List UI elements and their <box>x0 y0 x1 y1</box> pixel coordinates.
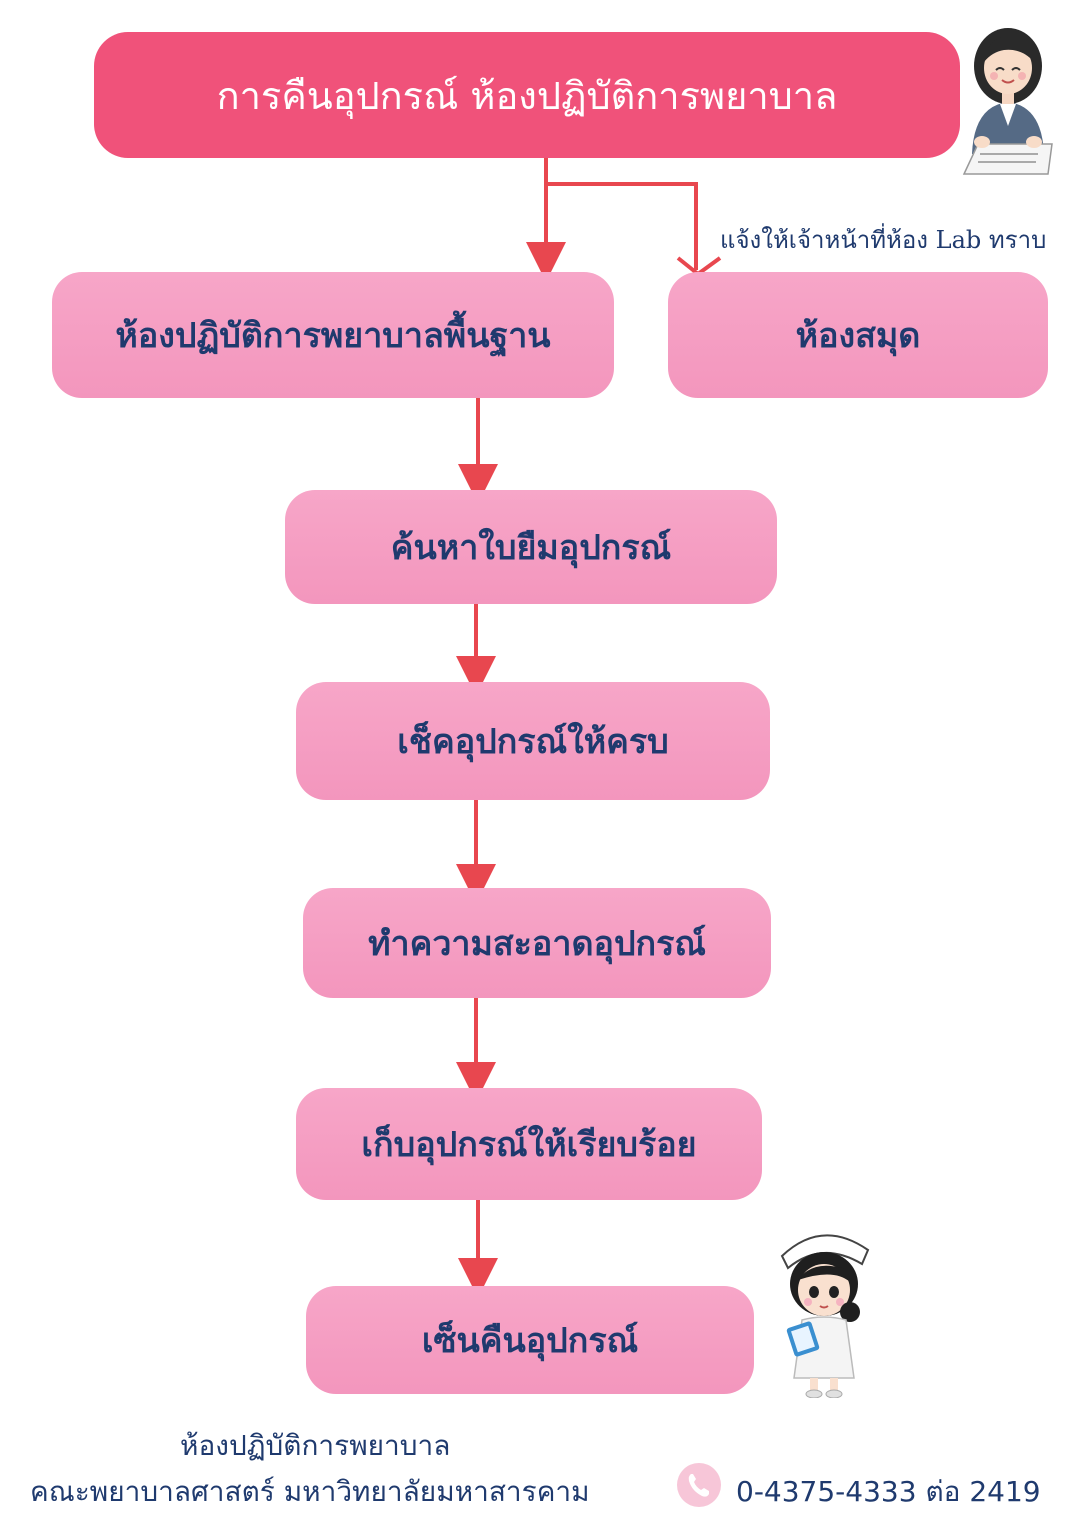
step-check-equipment: เช็คอุปกรณ์ให้ครบ <box>296 682 770 800</box>
step-sign-return: เซ็นคืนอุปกรณ์ <box>306 1286 754 1394</box>
arrow-title-to-library <box>546 182 698 270</box>
step-find-borrow-form: ค้นหาใบยืมอุปกรณ์ <box>285 490 777 604</box>
step-store-equipment: เก็บอุปกรณ์ให้เรียบร้อย <box>296 1088 762 1200</box>
nurse-icon <box>780 1234 870 1398</box>
step-library: ห้องสมุด <box>668 272 1048 398</box>
office-woman-icon <box>962 28 1053 175</box>
step-clean-equipment: ทำความสะอาดอุปกรณ์ <box>303 888 771 998</box>
note-inform-lab-staff: แจ้งให้เจ้าหน้าที่ห้อง Lab ทราบ <box>720 226 1047 254</box>
page-title: การคืนอุปกรณ์ ห้องปฏิบัติการพยาบาล <box>94 32 960 158</box>
phone-icon <box>677 1463 721 1507</box>
footer-department: ห้องปฏิบัติการพยาบาล <box>180 1429 451 1462</box>
step-basic-lab: ห้องปฏิบัติการพยาบาลพื้นฐาน <box>52 272 614 398</box>
footer-phone-number: 0-4375-4333 ต่อ 2419 <box>736 1475 1041 1508</box>
footer-faculty-university: คณะพยาบาลศาสตร์ มหาวิทยาลัยมหาสารคาม <box>30 1475 590 1508</box>
